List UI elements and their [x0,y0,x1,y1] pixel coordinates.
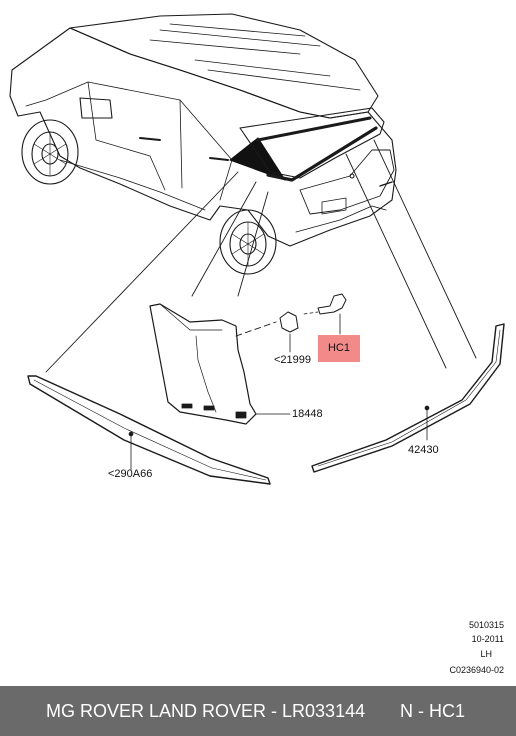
diagram-side: LH [480,649,492,659]
right-moulding-strip [311,323,505,473]
footer-title: MG ROVER LAND ROVER - LR033144 [46,701,366,721]
clip-part-number: <21999 [274,354,312,366]
vehicle-illustration [9,13,397,275]
left-moulding-strip [27,375,271,485]
footer-code: N - HC1 [400,701,466,721]
parts-diagram [9,13,505,485]
diagram-ref-number: 5010315 [468,620,504,630]
leader-lines [45,139,477,373]
pillar-part-number: 18448 [292,408,323,420]
diagram-code: C0236940-02 [449,665,504,675]
right-moulding-part-number: 42430 [408,444,439,456]
left-moulding-part-number: <290A66 [108,468,153,480]
pillar-trim [149,303,291,425]
diagram-date: 10-2011 [471,634,504,644]
clip-parts [235,293,347,353]
hc1-highlight-label: HC1 [318,335,360,362]
footer-bar: MG ROVER LAND ROVER - LR033144 N - HC1 [0,686,516,736]
